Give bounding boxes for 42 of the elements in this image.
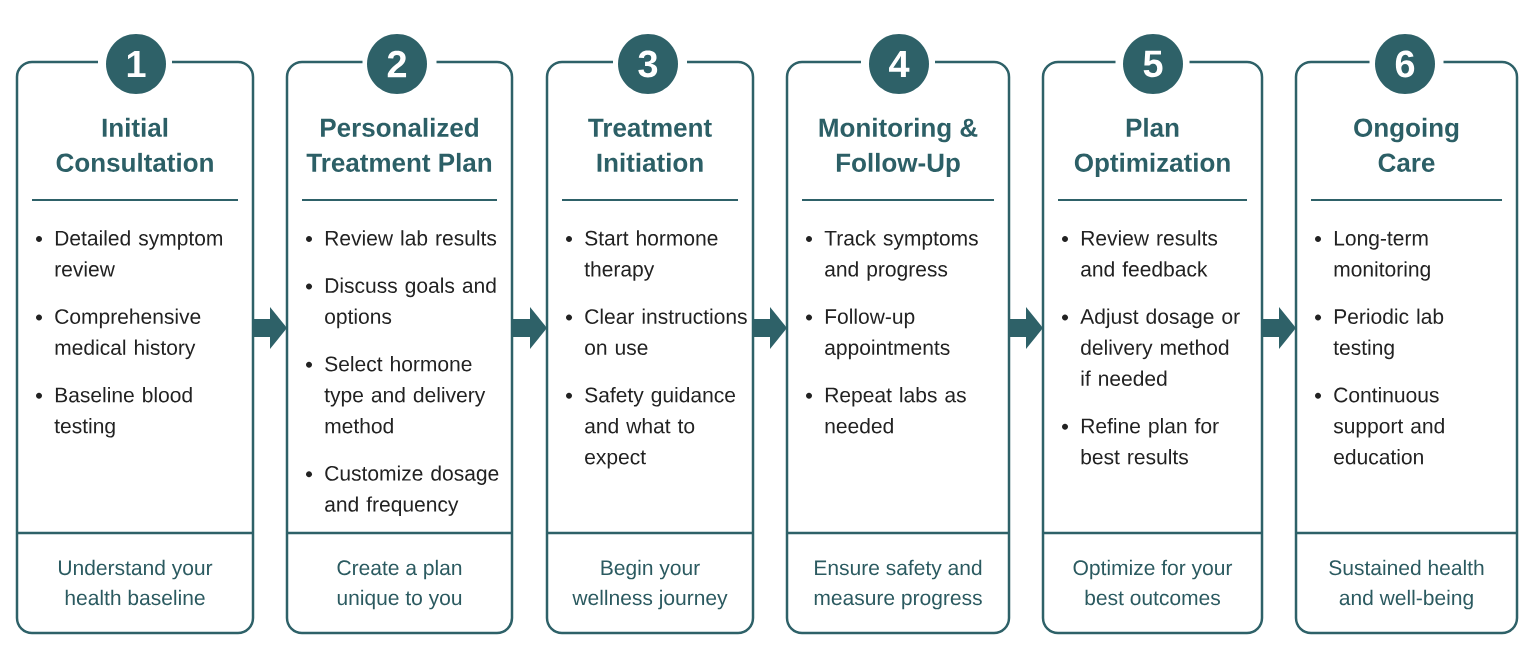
number-badge: 2: [367, 34, 427, 94]
list-item: Start hormone therapy: [584, 230, 718, 281]
list-item: Baseline blood testing: [54, 387, 192, 438]
number-badge: 1: [106, 34, 166, 94]
number-badge: 5: [1123, 34, 1183, 94]
number-badge: 4: [869, 34, 929, 94]
list-item: Track symptoms and progress: [824, 230, 978, 281]
step-summary: Begin your wellness journey: [572, 559, 728, 610]
list-item: Safety guidance and what to expect: [585, 387, 735, 469]
step-heading: Initial Consultation: [56, 117, 213, 172]
step-summary: Sustained health and well-being: [1329, 559, 1484, 610]
number-badge: 6: [1375, 34, 1435, 94]
list-item: Discuss goals and options: [325, 277, 496, 329]
step-heading: Ongoing Care: [1354, 117, 1459, 172]
list-item: Follow-up appointments: [825, 308, 950, 360]
arrow: [1262, 307, 1296, 349]
list-item: Periodic lab testing: [1333, 308, 1444, 360]
step-heading: Monitoring & Follow-Up: [819, 117, 978, 178]
arrow: [1009, 307, 1043, 349]
list-item: Repeat labs as needed: [825, 387, 966, 434]
arrow: [512, 307, 547, 349]
list-item: Long-term monitoring: [1334, 230, 1430, 281]
list-item: Detailed symptom review: [55, 230, 222, 277]
list-item: Review results and feedback: [1081, 230, 1218, 277]
list-item: Comprehensive medical history: [55, 308, 201, 360]
step-heading: Treatment Initiation: [588, 118, 712, 172]
list-item: Clear instructions on use: [585, 308, 747, 355]
arrow: [253, 307, 287, 349]
step-heading: Personalized Treatment Plan: [306, 117, 492, 172]
step-heading: Plan Optimization: [1074, 117, 1230, 178]
list-item: Review lab results: [325, 230, 497, 246]
step-summary: Ensure safety and measure progress: [814, 559, 982, 610]
step-summary: Optimize for your best outcomes: [1073, 559, 1233, 606]
list-item: Refine plan for best results: [1081, 418, 1219, 465]
step-summary: Understand your health baseline: [59, 559, 213, 606]
list-item: Adjust dosage or delivery method if needed: [1080, 308, 1240, 386]
number-badge: 3: [618, 34, 678, 94]
arrow: [753, 307, 787, 349]
list-item: Customize dosage and frequency: [325, 465, 499, 516]
step-summary: Create a plan unique to you: [337, 559, 462, 610]
list-item: Select hormone type and delivery method: [324, 356, 486, 434]
list-item: Continuous support and education: [1333, 387, 1444, 465]
